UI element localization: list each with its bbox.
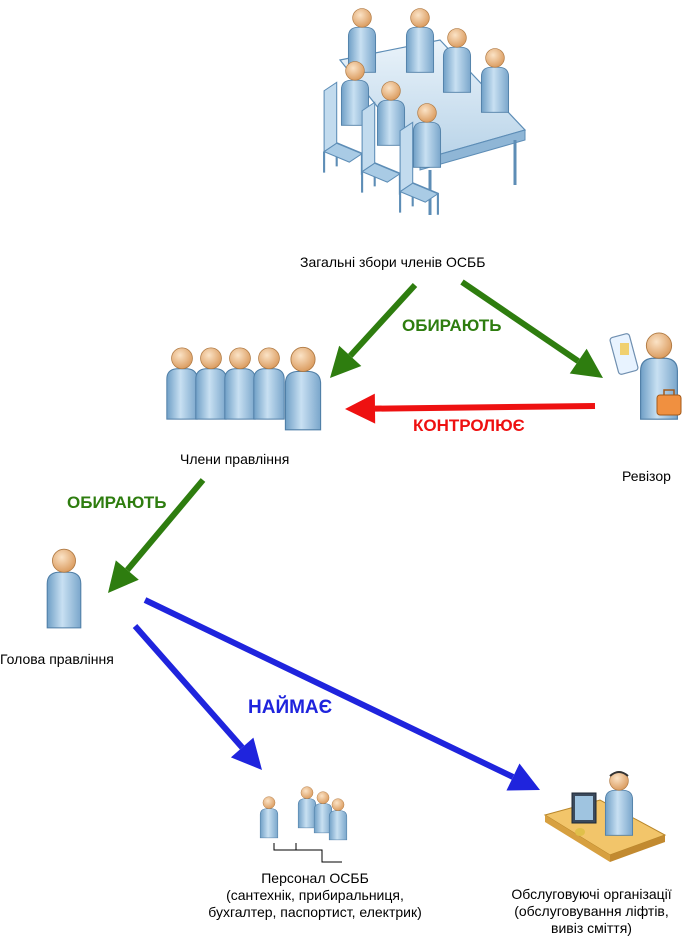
arrow-board-to-head — [108, 478, 206, 593]
auditor-label: Ревізор — [622, 468, 671, 484]
arrow-head-to-staff-shaft — [132, 624, 245, 750]
arrow-meeting-to-board-head — [330, 345, 362, 378]
arrow-meeting-to-auditor-head — [569, 348, 603, 378]
arrow-board-to-head-shaft — [125, 478, 206, 572]
arrow-meeting-to-board-shaft — [348, 282, 418, 358]
arrow-auditor-to-board — [345, 393, 596, 424]
service-orgs-label-line2: (обслуговування ліфтів, — [514, 903, 669, 919]
arrow-head-to-service-head — [506, 763, 540, 791]
service-orgs-label-line3: вивіз сміття) — [551, 920, 632, 936]
service-orgs-label-line1: Обслуговуючі організації — [511, 886, 672, 902]
arrow-head-to-staff — [132, 624, 262, 770]
arrow-meeting-to-board — [330, 282, 418, 378]
arrow-head-to-service-shaft — [143, 597, 515, 780]
staff-hierarchy-icon — [259, 786, 348, 863]
person-with-briefcase-icon — [609, 332, 682, 420]
staff-label-line3: бухгалтер, паспортист, електрик) — [208, 904, 422, 920]
arrow-auditor-to-board-head — [345, 393, 376, 424]
edge-label-hires: НАЙМАЄ — [248, 697, 333, 718]
arrow-meeting-to-auditor-shaft — [460, 279, 580, 364]
staff-label: Персонал ОСББ (сантехнік, прибиральниця,… — [190, 870, 440, 921]
general-meeting-label: Загальні збори членів ОСББ — [300, 254, 486, 270]
staff-label-line1: Персонал ОСББ — [261, 870, 369, 886]
arrow-board-to-head-head — [108, 560, 139, 593]
staff-label-line2: (сантехнік, прибиральниця, — [226, 887, 404, 903]
edge-label-elect-top: ОБИРАЮТЬ — [402, 316, 502, 335]
arrow-head-to-staff-head — [230, 737, 262, 770]
board-head-label: Голова правління — [0, 651, 114, 667]
group-people-icon — [166, 346, 322, 431]
meeting-table-icon — [323, 8, 527, 215]
board-members-label: Члени правління — [180, 451, 290, 467]
edge-label-elect-left: ОБИРАЮТЬ — [67, 493, 167, 512]
service-orgs-label: Обслуговуючі організації (обслуговування… — [495, 886, 688, 937]
arrow-head-to-service — [143, 597, 540, 791]
arrows-layer — [108, 279, 603, 791]
operator-desk-icon — [543, 771, 667, 862]
arrow-auditor-to-board-shaft — [374, 403, 596, 412]
person-icon — [46, 548, 82, 629]
edge-label-controls: КОНТРОЛЮЄ — [413, 416, 525, 435]
arrow-meeting-to-auditor — [460, 279, 603, 378]
